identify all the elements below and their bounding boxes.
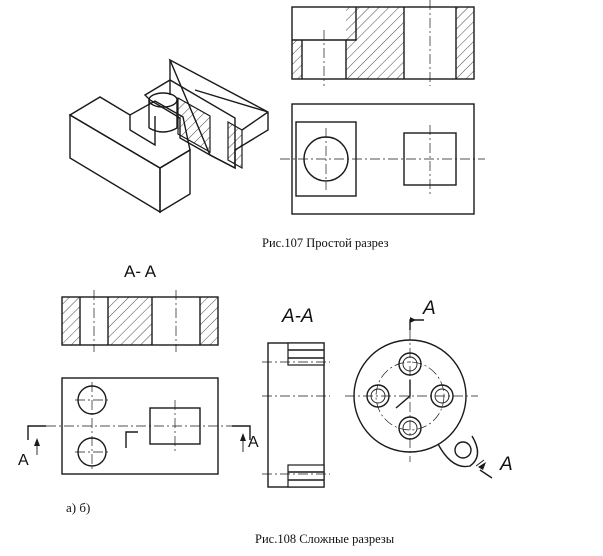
subfig-label: а) б) — [66, 500, 91, 515]
fig108b-section — [262, 342, 330, 488]
fig108a-section — [61, 290, 219, 352]
cut-label-diag: A — [500, 454, 513, 475]
cut-label-left: A — [18, 452, 29, 469]
fig108b-flange-view — [345, 317, 493, 479]
fig108-caption: Рис.108 Сложные разрезы — [255, 532, 395, 546]
cut-label-right: A — [248, 434, 259, 451]
fig107-caption: Рис.107 Простой разрез — [262, 236, 389, 250]
isometric-part — [68, 58, 269, 214]
fig107-top-view — [280, 103, 485, 215]
fig108a-top-view — [27, 377, 251, 475]
fig107-front-section — [291, 0, 475, 86]
cut-label-top: A — [423, 298, 436, 319]
section-b-title: A-A — [282, 306, 314, 327]
section-a-title: A- A — [124, 262, 157, 281]
